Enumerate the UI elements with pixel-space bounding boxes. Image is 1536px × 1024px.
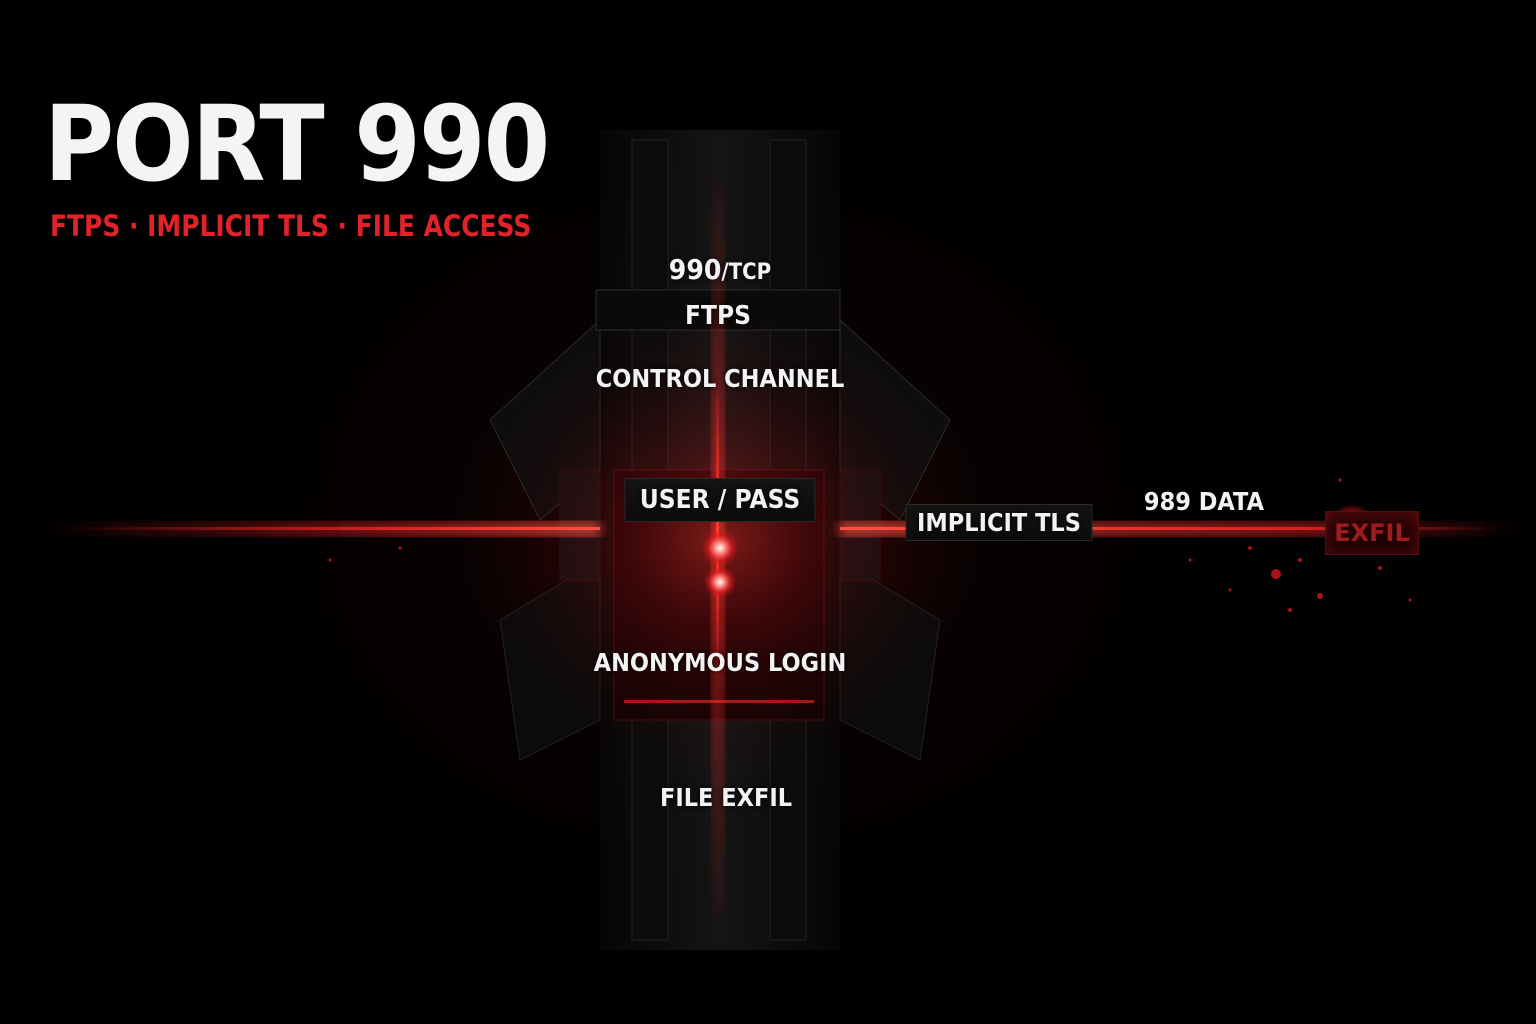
port-protocol: /TCP xyxy=(721,260,772,285)
implicit-tls-label: IMPLICIT TLS xyxy=(905,504,1093,541)
page-title: PORT 990 xyxy=(44,83,550,205)
service-label: FTPS xyxy=(685,301,751,331)
file-exfil-label: FILE EXFIL xyxy=(659,783,793,812)
anonymous-login-label: ANONYMOUS LOGIN xyxy=(593,648,847,677)
signal-dot-upper xyxy=(702,530,738,566)
port-number-label: 990/TCP xyxy=(669,256,771,284)
credentials-label: USER / PASS xyxy=(624,478,816,522)
control-channel-label: CONTROL CHANNEL xyxy=(595,364,845,393)
port-number: 990 xyxy=(668,253,722,286)
data-port-label: 989 DATA xyxy=(1143,487,1265,516)
red-particles xyxy=(328,478,1412,612)
signal-dot-lower xyxy=(704,566,736,598)
page-subtitle: FTPS · IMPLICIT TLS · FILE ACCESS xyxy=(50,209,532,243)
exfil-tag: EXFIL xyxy=(1325,511,1419,555)
